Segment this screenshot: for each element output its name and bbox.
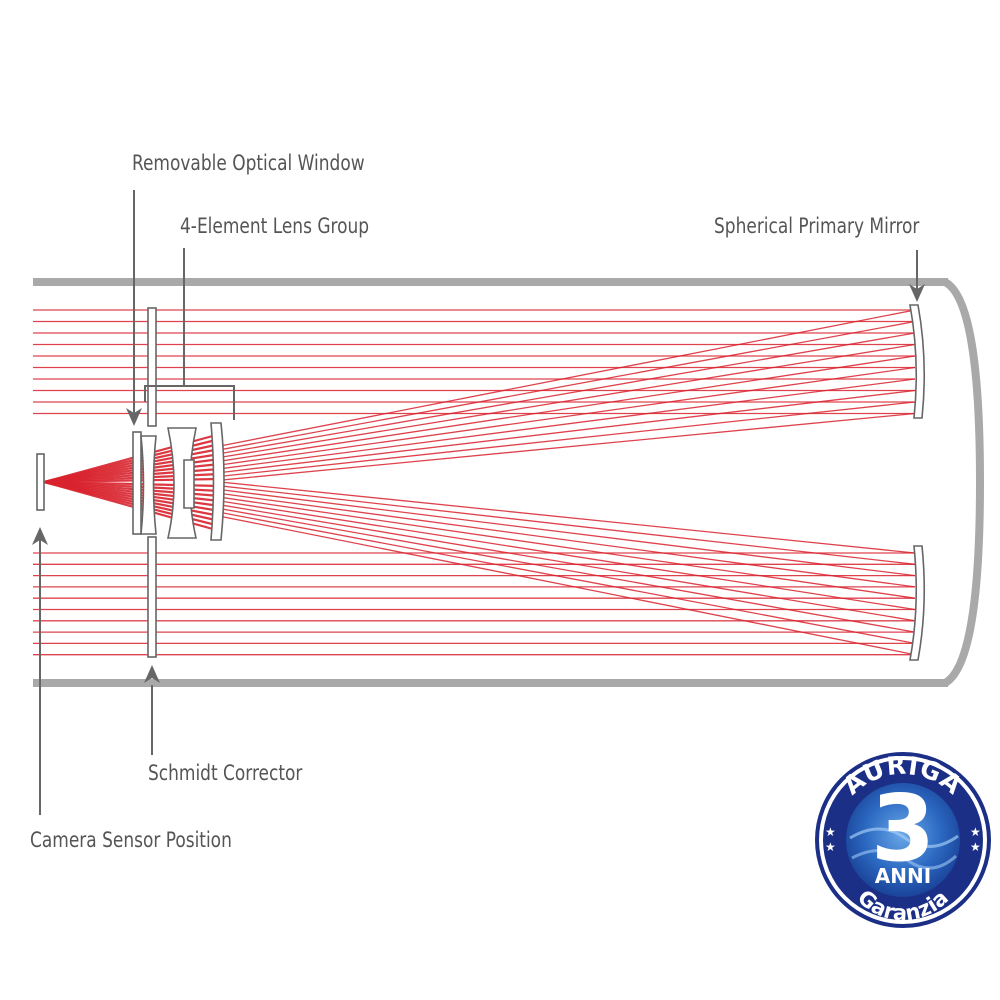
lens-element-3 (183, 459, 195, 509)
light-ray (219, 507, 916, 633)
corrector-arrowhead (144, 665, 160, 683)
light-ray (219, 320, 916, 451)
light-ray (219, 511, 916, 645)
light-ray (219, 378, 916, 470)
label-camera-sensor-position: Camera Sensor Position (30, 827, 232, 852)
light-ray (219, 343, 916, 459)
label-spherical-primary-mirror: Spherical Primary Mirror (714, 213, 920, 238)
lens-group-bracket (144, 248, 235, 420)
light-ray (219, 496, 916, 599)
badge-number: 3 (871, 775, 935, 882)
light-ray (219, 401, 916, 478)
camera-sensor (36, 453, 45, 511)
pointer-arrowheads (32, 284, 925, 683)
light-ray (219, 485, 916, 565)
badge-wave-2 (851, 849, 958, 870)
light-ray (219, 389, 916, 474)
badge-star: ★ (970, 825, 981, 839)
lens-element-2 (166, 427, 198, 539)
label-lens-group: 4-Element Lens Group (180, 213, 369, 238)
telescope-tube (33, 278, 985, 687)
lens-group (140, 422, 225, 541)
tube-end-cap (942, 278, 985, 687)
callout-pointers (39, 190, 918, 815)
light-ray (219, 366, 916, 466)
spherical-primary-mirror (909, 304, 926, 661)
primary-mirror-bottom (909, 545, 926, 661)
warranty-badge: AURIGA 3 ANNI Garanzia ★ ★ ★ ★ (815, 750, 991, 928)
badge-star: ★ (970, 840, 981, 854)
label-schmidt-corrector: Schmidt Corrector (148, 760, 303, 785)
light-ray (219, 488, 916, 577)
schmidt-corrector (147, 307, 157, 658)
label-removable-optical-window: Removable Optical Window (132, 150, 365, 175)
badge-star: ★ (825, 825, 836, 839)
corrector-plate-top (147, 307, 157, 427)
light-ray (219, 481, 916, 554)
corrector-plate-bottom (147, 536, 157, 658)
lens-element-1 (140, 435, 157, 535)
primary-mirror-top (909, 304, 926, 419)
sensor-arrowhead (32, 527, 48, 545)
light-rays (33, 309, 916, 656)
badge-unit: ANNI (875, 864, 931, 888)
removable-optical-window (132, 431, 142, 535)
light-ray (219, 309, 916, 447)
light-ray (219, 332, 916, 455)
light-ray (219, 504, 916, 622)
light-ray (219, 515, 916, 656)
light-ray (219, 492, 916, 588)
badge-star: ★ (825, 840, 836, 854)
lens-element-4 (210, 422, 225, 541)
light-ray (219, 500, 916, 611)
badge-wave-1 (849, 827, 959, 848)
light-ray (219, 355, 916, 462)
window-arrowhead (126, 408, 142, 426)
mirror-arrowhead (909, 284, 925, 302)
light-ray (219, 412, 916, 481)
